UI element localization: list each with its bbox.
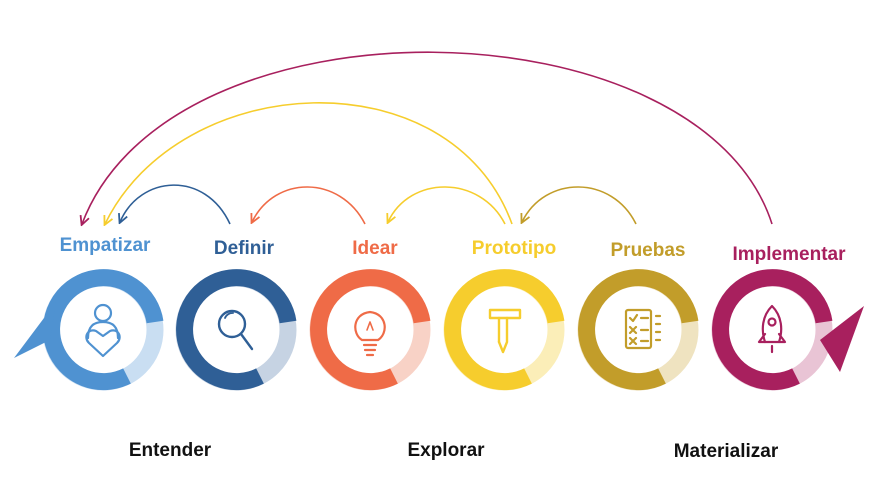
- arrow-pruebas-to-prototipo: [522, 186, 637, 224]
- phase-labels: Entender Explorar Materializar: [129, 440, 779, 462]
- magnifier-icon: [217, 309, 254, 351]
- stage-implementar-ring: [711, 269, 864, 391]
- heart-person-icon: [85, 303, 121, 358]
- stage-implementar-arrow-head: [820, 306, 864, 372]
- stage-label-empatizar: Empatizar: [60, 235, 151, 256]
- stage-idear-ring: [309, 269, 431, 391]
- arrow-implementar-to-empatizar: [82, 51, 773, 224]
- arrow-prototipo-to-idear: [388, 186, 506, 224]
- phase-label-materializar: Materializar: [674, 441, 779, 462]
- feedback-arrows: [82, 51, 773, 224]
- checklist-icon: [624, 308, 662, 350]
- rocket-icon: [757, 304, 787, 354]
- phase-label-entender: Entender: [129, 440, 212, 461]
- stage-pruebas-ring: [577, 269, 699, 391]
- stage-label-idear: Idear: [352, 238, 398, 259]
- stage-label-pruebas: Pruebas: [611, 240, 686, 261]
- stage-empatizar-arrow-tail: [14, 302, 56, 358]
- stage-label-implementar: Implementar: [733, 244, 847, 265]
- stage-prototipo-ring: [443, 269, 565, 391]
- stage-empatizar-ring: [14, 269, 164, 391]
- arrow-idear-to-definir: [252, 186, 366, 224]
- lightbulb-icon: [354, 310, 386, 357]
- hammer-pencil-icon: [488, 308, 522, 354]
- stage-label-definir: Definir: [214, 238, 275, 259]
- stage-definir-ring: [175, 269, 297, 391]
- phase-label-explorar: Explorar: [407, 440, 485, 461]
- arrow-definir-to-empatizar: [120, 184, 231, 224]
- stage-rings: [14, 269, 864, 391]
- arrow-prototipo-to-empatizar: [105, 102, 513, 224]
- stage-label-prototipo: Prototipo: [472, 238, 556, 259]
- stage-labels: Empatizar Definir Idear Prototipo Prueba…: [60, 235, 846, 265]
